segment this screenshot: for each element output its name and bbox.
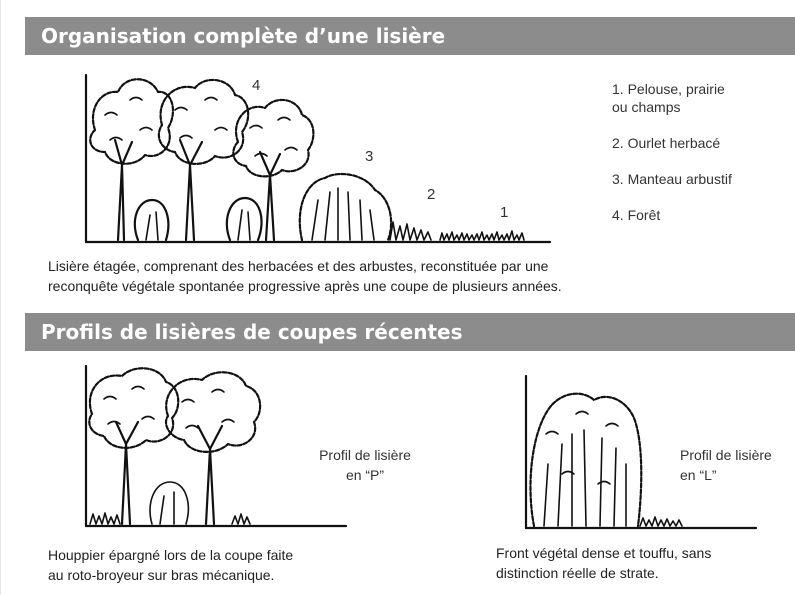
zone-number-4: 4 [252,77,261,94]
profile-p-illustration [84,364,348,528]
profile-p-tree-1 [88,367,180,526]
profile-l-grass [639,516,683,527]
profile-l-illustration [524,374,758,530]
zone-number-2: 2 [427,186,436,203]
legend-item-1: 1. Pelouse, prairie ou champs [612,81,725,115]
grass-fringe [389,221,525,241]
caption-organisation: Lisière étagée, comprenant des herbacées… [48,258,562,294]
zone-legend: 1. Pelouse, prairie ou champs 2. Ourlet … [612,80,792,242]
understory-shrubs [133,196,263,242]
shrub-mantle [298,172,393,242]
lisiere-full-illustration [84,73,552,244]
left-border [0,0,1,595]
profile-p-label: Profil de lisière en “P” [319,447,411,483]
forest-tree-3 [232,98,315,242]
forest-tree-1 [89,78,175,242]
section-title-organisation: Organisation complète d’une lisière [25,17,795,55]
profile-p-tree-2 [164,371,262,526]
caption-profile-p: Houppier épargné lors de la coupe faite … [48,547,294,583]
profile-l-dense-front [529,392,643,528]
zone-number-1: 1 [500,204,509,221]
legend-item-3: 3. Manteau arbustif [612,171,732,187]
zone-number-3: 3 [365,148,374,165]
forest-tree-2 [157,78,250,242]
legend-item-2: 2. Ourlet herbacé [612,135,721,151]
profile-l-label: Profil de lisière en “L” [680,447,772,483]
legend-item-4: 4. Forêt [612,207,661,223]
section-title-profils: Profils de lisières de coupes récentes [25,313,795,351]
profile-p-shrubs [89,481,251,525]
caption-profile-l: Front végétal dense et touffu, sans dist… [496,545,712,581]
